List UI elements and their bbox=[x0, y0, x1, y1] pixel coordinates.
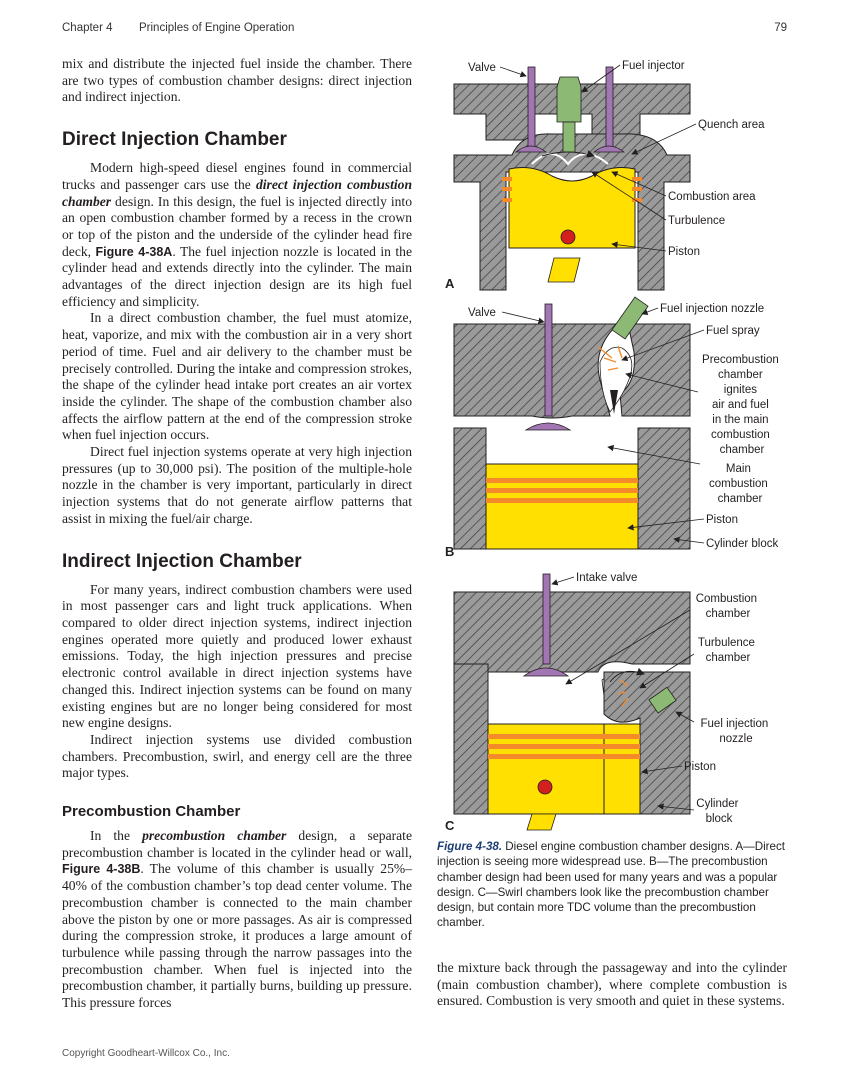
figure-ref-4-38a: Figure 4-38A bbox=[95, 244, 173, 259]
direct-paragraph-1: Modern high-speed diesel engines found i… bbox=[62, 160, 413, 309]
direct-injection-heading: Direct Injection Chamber bbox=[62, 129, 287, 151]
panel-a: A Valve Fuel injector Quench area Combus… bbox=[445, 60, 765, 291]
page-number: 79 bbox=[774, 22, 787, 34]
label-c-turbulence-chamber: Turbulence chamber bbox=[698, 637, 758, 664]
figure-caption: Figure 4-38. Diesel engine combustion ch… bbox=[437, 839, 792, 931]
continuation-paragraph: the mixture back through the passageway … bbox=[437, 960, 787, 1009]
panel-b-letter: B bbox=[445, 544, 454, 559]
left-column: mix and distribute the injected fuel ins… bbox=[62, 56, 412, 1012]
panel-c-letter: C bbox=[445, 818, 455, 833]
figure-ref-4-38b: Figure 4-38B bbox=[62, 862, 141, 877]
label-b-piston: Piston bbox=[706, 514, 738, 526]
indirect-injection-heading: Indirect Injection Chamber bbox=[62, 550, 302, 572]
panel-b: B Valve Fuel injection nozzle Fuel spray… bbox=[445, 296, 782, 559]
intro-paragraph: mix and distribute the injected fuel ins… bbox=[62, 56, 412, 105]
label-a-quench-area: Quench area bbox=[698, 119, 765, 131]
page-header: Chapter 4 Principles of Engine Operation… bbox=[62, 22, 787, 38]
label-c-cylinder-block: Cylinder block bbox=[696, 798, 741, 825]
label-b-valve: Valve bbox=[468, 307, 496, 319]
label-c-fuel-injection-nozzle: Fuel injection nozzle bbox=[701, 718, 772, 745]
copyright-footer: Copyright Goodheart-Willcox Co., Inc. bbox=[62, 1048, 230, 1059]
indirect-paragraph-2: Indirect injection systems use divided c… bbox=[62, 731, 412, 781]
keyword-precombustion-chamber: precombustion chamber bbox=[142, 828, 287, 844]
label-b-precombustion: Precombustion chamber ignites air and fu… bbox=[702, 354, 782, 456]
direct-paragraph-2: In a direct combustion chamber, the fuel… bbox=[62, 310, 412, 443]
label-a-piston: Piston bbox=[668, 246, 700, 258]
label-c-intake-valve: Intake valve bbox=[576, 572, 637, 584]
chapter-title: Principles of Engine Operation bbox=[139, 22, 295, 34]
figure-4-38: A Valve Fuel injector Quench area Combus… bbox=[432, 52, 797, 842]
label-a-valve: Valve bbox=[468, 62, 496, 74]
label-a-fuel-injector: Fuel injector bbox=[622, 60, 685, 72]
label-b-spray: Fuel spray bbox=[706, 325, 760, 337]
label-a-combustion-area: Combustion area bbox=[668, 191, 756, 203]
precombustion-paragraph: In the precombustion chamber design, a s… bbox=[62, 828, 412, 1011]
caption-text: Diesel engine combustion chamber designs… bbox=[437, 840, 785, 930]
right-column: the mixture back through the passageway … bbox=[437, 960, 787, 1010]
label-c-combustion-chamber: Combustion chamber bbox=[696, 593, 761, 620]
indirect-paragraph-1: For many years, indirect combustion cham… bbox=[62, 581, 412, 731]
keyword-direct-injection: direct injection combustion chamber bbox=[62, 176, 413, 209]
label-b-nozzle: Fuel injection nozzle bbox=[660, 303, 764, 315]
panel-a-letter: A bbox=[445, 276, 455, 291]
label-c-piston: Piston bbox=[684, 761, 716, 773]
label-a-turbulence: Turbulence bbox=[668, 215, 725, 227]
label-b-main-chamber: Main combustion chamber bbox=[709, 463, 771, 505]
panel-c: C Intake valve Combustion chamber Turbul… bbox=[445, 572, 772, 833]
direct-paragraph-3: Direct fuel injection systems operate at… bbox=[62, 444, 412, 526]
precombustion-heading: Precombustion Chamber bbox=[62, 803, 241, 821]
caption-title: Figure 4-38. bbox=[437, 840, 503, 853]
chapter-label: Chapter 4 bbox=[62, 22, 113, 34]
label-b-cylinder-block: Cylinder block bbox=[706, 538, 778, 550]
engine-diagram: A Valve Fuel injector Quench area Combus… bbox=[445, 60, 782, 833]
